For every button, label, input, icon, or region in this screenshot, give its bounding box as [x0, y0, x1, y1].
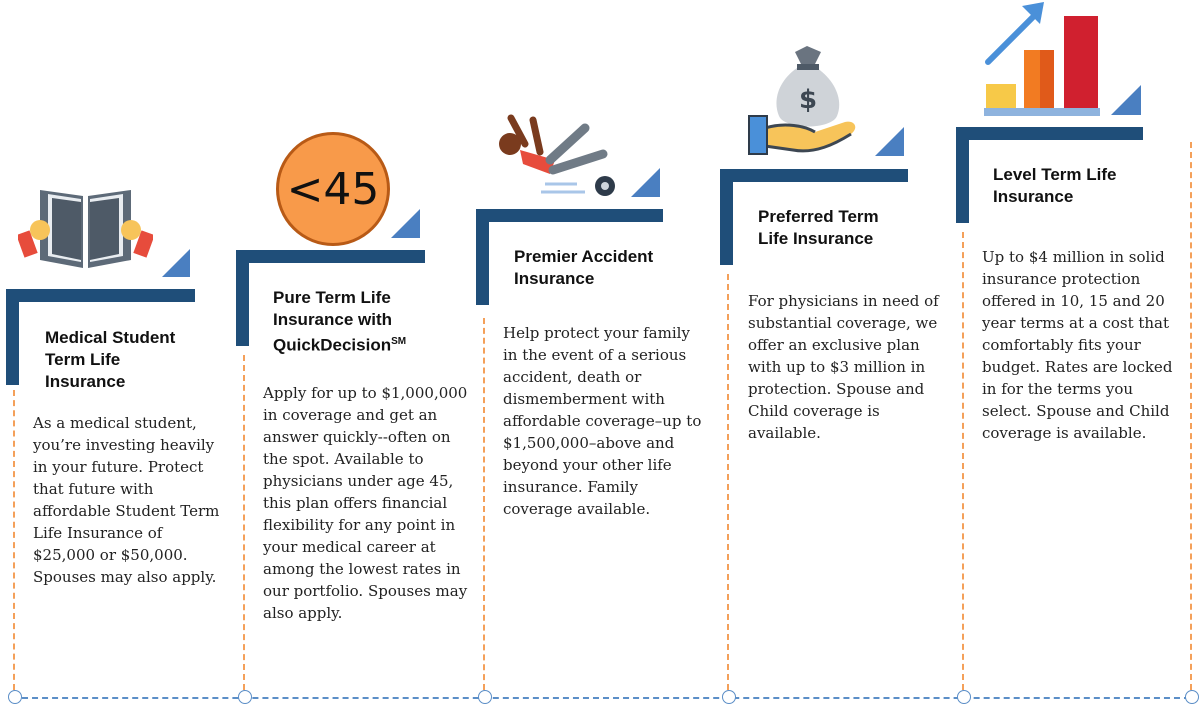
step-bracket: [6, 289, 195, 302]
step-description: Apply for up to $1,000,000 in coverage a…: [263, 384, 468, 622]
corner-triangle-icon: [1111, 85, 1141, 115]
step-description: As a medical student, you’re investing h…: [33, 414, 220, 586]
open-book-icon: [18, 190, 153, 268]
corner-triangle-icon: [875, 127, 904, 156]
step-title: Medical Student Term Life Insurance: [45, 328, 176, 391]
timeline-line: [12, 697, 1190, 699]
connector-line: [962, 232, 964, 690]
svg-text:$: $: [799, 85, 817, 115]
corner-triangle-icon: [162, 249, 190, 277]
timeline-node: [8, 690, 22, 704]
step-bracket: [236, 250, 249, 346]
step-bracket: [956, 127, 1143, 140]
step-description: Up to $4 million in solid insurance prot…: [982, 248, 1173, 442]
timeline-node: [238, 690, 252, 704]
corner-triangle-icon: [391, 209, 420, 238]
money-bag-hand-icon: $: [748, 46, 856, 155]
connector-line: [727, 274, 729, 690]
step-bracket: [476, 209, 663, 222]
timeline-node: [478, 690, 492, 704]
step-bracket: [6, 289, 19, 385]
step-title: Premier Accident Insurance: [514, 247, 654, 288]
service-mark: SM: [391, 336, 407, 347]
step-description: For physicians in need of substantial co…: [748, 292, 939, 442]
connector-line: [483, 318, 485, 690]
step-title-text: Pure Term Life Insurance with QuickDecis…: [273, 288, 393, 355]
corner-triangle-icon: [631, 168, 660, 197]
bar-chart-growth-icon: [984, 2, 1100, 116]
step-title: Preferred Term Life Insurance: [758, 207, 879, 248]
timeline-node: [722, 690, 736, 704]
timeline-node: [1185, 690, 1199, 704]
step-bracket: [720, 169, 733, 265]
step-bracket: [476, 209, 489, 305]
step-bracket: [236, 250, 425, 263]
step-description: Help protect your family in the event of…: [503, 324, 702, 518]
connector-line: [1190, 142, 1192, 690]
falling-person-icon: [499, 114, 615, 196]
step-bracket: [720, 169, 908, 182]
step-bracket: [956, 127, 969, 223]
step-title: Level Term Life Insurance: [993, 165, 1117, 206]
timeline-node: [957, 690, 971, 704]
connector-line: [13, 390, 15, 690]
connector-line: [243, 355, 245, 690]
step-title: Pure Term Life Insurance with QuickDecis…: [273, 287, 453, 357]
age-badge-icon: <45: [276, 132, 390, 246]
